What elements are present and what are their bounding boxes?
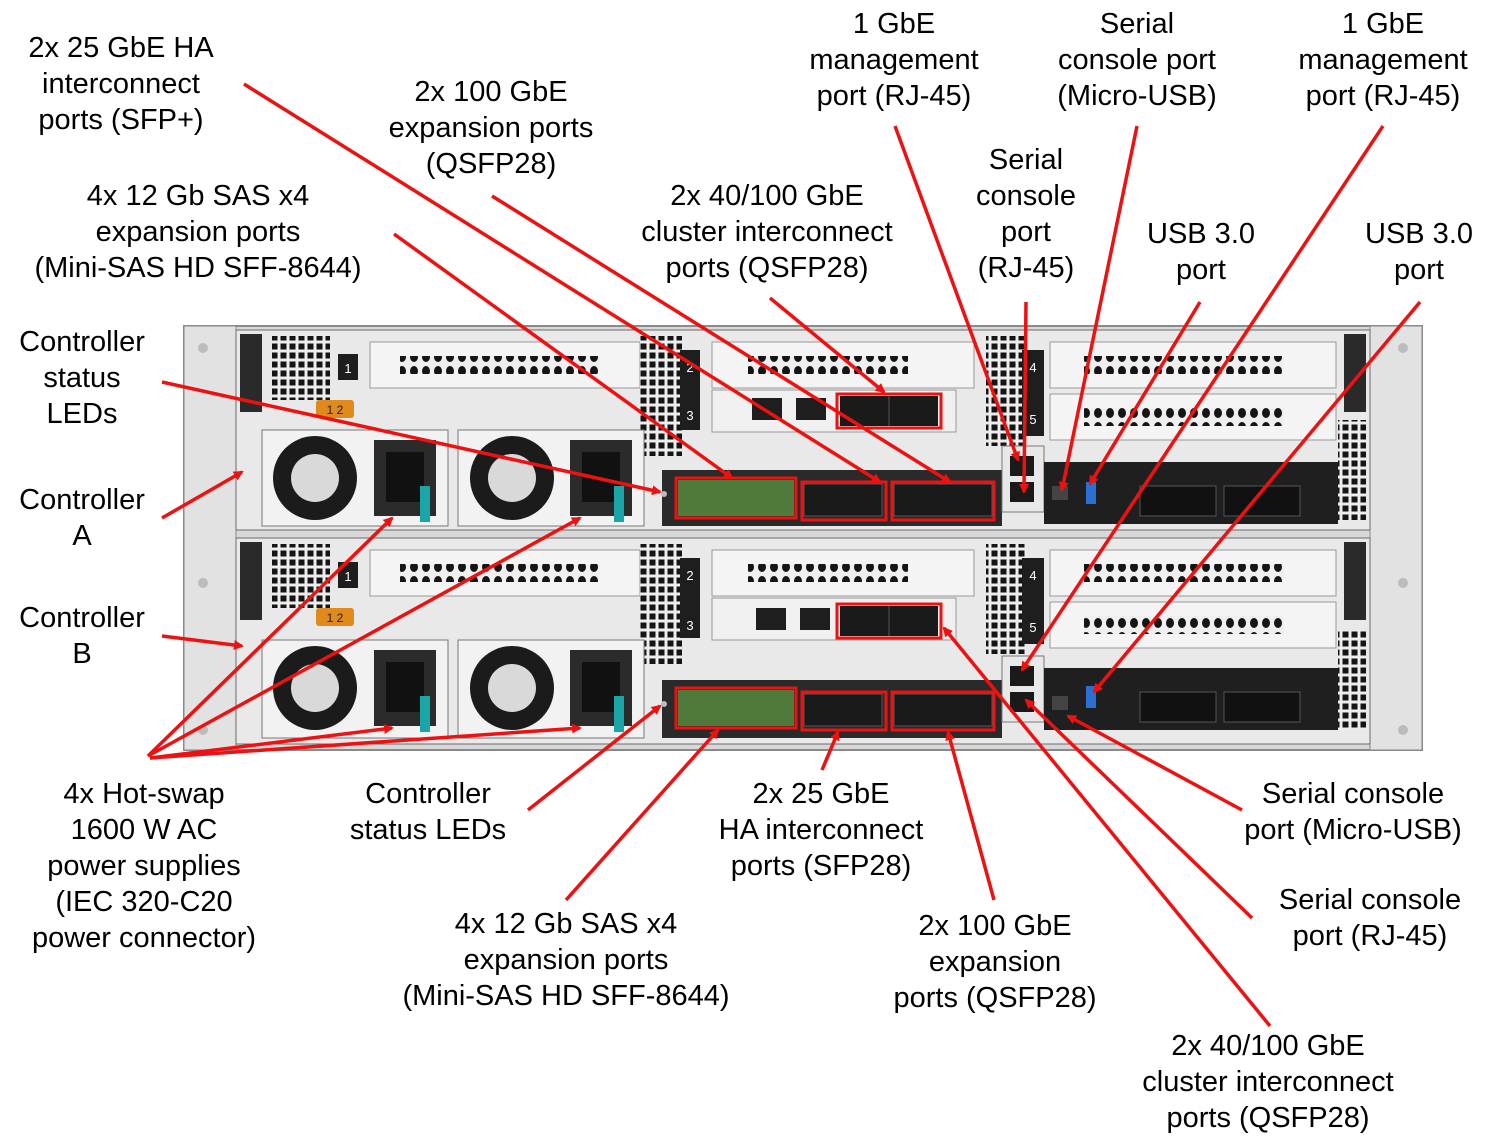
slot-label-4-b: 4 <box>1029 568 1036 583</box>
grip-left-a <box>240 334 262 412</box>
highlight-boxes <box>674 392 996 732</box>
line-ha-sfp-top <box>243 82 882 484</box>
callout-ha-sfp-top: 2x 25 GbE HA interconnect ports (SFP+) <box>28 32 214 136</box>
slot-label-3-b: 3 <box>686 618 693 633</box>
line-usb-top-2 <box>1092 300 1422 694</box>
slot-label-1-b: 1 <box>344 569 351 584</box>
line-controller-a <box>161 470 244 520</box>
line-serial-usb-right <box>1066 714 1243 812</box>
led-badge-a <box>316 400 354 418</box>
line-mgmt-top-1 <box>893 125 1020 462</box>
line-sas-top <box>392 232 734 480</box>
callout-usb-top-1: USB 3.0 port <box>1147 218 1255 286</box>
highlight-ha-a <box>800 480 888 522</box>
callout-mgmt-top-1: 1 GbE management port (RJ-45) <box>809 8 979 112</box>
led-badge-b <box>316 608 354 626</box>
line-psu-1 <box>146 516 394 758</box>
callout-controller-b: Controller B <box>19 602 145 670</box>
highlight-exp-b <box>890 690 996 732</box>
slot-label-2-b: 2 <box>686 568 693 583</box>
callout-lines <box>146 82 1422 1028</box>
callout-serial-rj45-right: Serial console port (RJ-45) <box>1278 884 1462 952</box>
callout-ctrl-leds-left: Controller status LEDs <box>19 326 145 430</box>
highlight-sas-b <box>674 686 798 730</box>
grip-left-b <box>240 542 262 620</box>
callout-sas-bottom: 4x 12 Gb SAS x4 expansion ports (Mini-SA… <box>402 908 730 1012</box>
sas-ports-b <box>678 690 794 726</box>
line-psu-4 <box>149 723 582 760</box>
sas-ports-a <box>678 480 794 516</box>
slot-label-4-a: 4 <box>1029 360 1036 375</box>
slot-label-5-b: 5 <box>1029 620 1036 635</box>
callout-ctrl-leds-bottom: Controller status LEDs <box>349 778 507 846</box>
line-ctrl-leds-left <box>161 380 662 496</box>
exp-ports-a <box>893 483 993 517</box>
highlight-ha-b <box>800 690 888 732</box>
grip-right-a <box>1344 334 1366 412</box>
rack-ear-right <box>1369 325 1423 751</box>
line-exp100-bottom <box>945 730 996 901</box>
callout-psu: 4x Hot-swap 1600 W AC power supplies (IE… <box>31 778 257 954</box>
controller-a-module: 1 1 2 2 3 4 5 <box>235 329 1371 531</box>
callout-mgmt-top-2: 1 GbE management port (RJ-45) <box>1298 8 1468 112</box>
callout-controller-a: Controller A <box>19 484 145 552</box>
slot-label-2-a: 2 <box>686 360 693 375</box>
callout-cluster-top: 2x 40/100 GbE cluster interconnect ports… <box>641 180 893 284</box>
highlight-sas-a <box>674 476 798 520</box>
callout-exp100-bottom: 2x 100 GbE expansion ports (QSFP28) <box>893 910 1097 1014</box>
grip-right-b <box>1344 542 1366 620</box>
led-badge-label-b: 1 2 <box>327 611 344 625</box>
line-psu-2 <box>147 516 582 758</box>
callout-cluster-bottom: 2x 40/100 GbE cluster interconnect ports… <box>1142 1030 1394 1134</box>
line-serial-rj45-right <box>1024 698 1254 920</box>
line-usb-top-1 <box>1088 301 1202 486</box>
line-serial-usb-top <box>1058 125 1139 492</box>
line-sas-bottom <box>564 728 720 902</box>
ha-ports-b <box>803 693 883 727</box>
line-psu-3 <box>149 724 394 760</box>
led-badge-label-a: 1 2 <box>327 403 344 417</box>
callout-sas-top: 4x 12 Gb SAS x4 expansion ports (Mini-SA… <box>34 180 362 284</box>
controller-b-module: 1 1 2 2 3 4 5 <box>235 537 1371 745</box>
exp-ports-b <box>893 693 993 727</box>
line-ha-bottom <box>820 730 840 771</box>
line-serial-rj45-top <box>1019 301 1030 494</box>
usb-port-a <box>1086 482 1096 504</box>
callout-ha-sfp28-bottom: 2x 25 GbE HA interconnect ports (SFP28) <box>718 778 924 882</box>
slot-label-1-a: 1 <box>344 361 351 376</box>
line-controller-b <box>161 634 244 650</box>
callout-usb-top-2: USB 3.0 port <box>1365 218 1473 286</box>
usb-port-b <box>1086 686 1096 708</box>
slot-label-5-a: 5 <box>1029 412 1036 427</box>
callout-serial-usb-right: Serial console port (Micro-USB) <box>1244 778 1462 846</box>
callout-exp100-top: 2x 100 GbE expansion ports (QSFP28) <box>388 76 594 180</box>
line-exp100-top <box>491 194 952 484</box>
callout-serial-usb-top: Serial console port (Micro-USB) <box>1057 8 1217 112</box>
line-mgmt-top-2 <box>1020 125 1385 672</box>
line-ctrl-leds-bottom <box>526 704 662 812</box>
line-cluster-top <box>768 296 886 394</box>
callout-serial-rj45-top: Serial console port (RJ-45) <box>976 144 1076 284</box>
slot-label-3-a: 3 <box>686 408 693 423</box>
ha-ports-a <box>803 483 883 517</box>
line-cluster-bottom <box>942 626 1272 1028</box>
highlight-cluster-b <box>835 602 943 640</box>
